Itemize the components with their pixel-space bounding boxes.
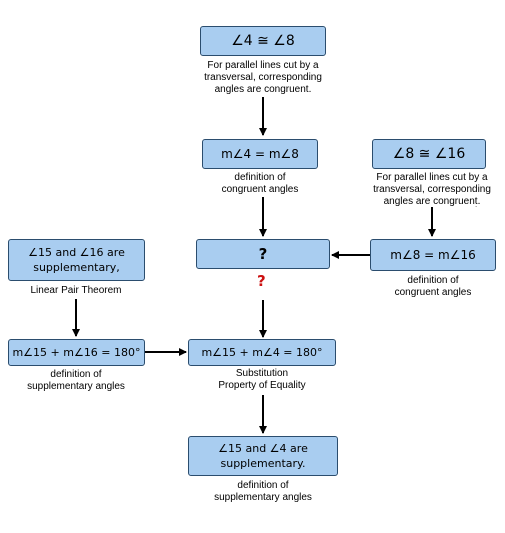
reason-linear-pair-theorem: Linear Pair Theorem [30, 285, 122, 296]
statement-box-15-16-supplementary: ∠15 and ∠16 are supplementary, [8, 239, 145, 281]
reason-corresponding-angles-2: For parallel lines cut by a transversal,… [373, 172, 491, 207]
statement-box-m4-equals-m8: m∠4 = m∠8 [202, 139, 318, 169]
statement-box-unknown: ? [196, 239, 330, 269]
reason-unknown: ? [257, 272, 266, 290]
reason-corresponding-angles-1: For parallel lines cut by a transversal,… [204, 60, 322, 95]
statement-box-m15-plus-m16-equals-180: m∠15 + m∠16 = 180° [8, 339, 145, 366]
statement-box-angle8-congruent-angle16: ∠8 ≅ ∠16 [372, 139, 486, 169]
reason-def-congruent-angles-2: definition of congruent angles [394, 275, 472, 298]
statement-box-m15-plus-m4-equals-180: m∠15 + m∠4 = 180° [188, 339, 336, 366]
stray-mark: . [475, 200, 478, 209]
statement-box-angle4-congruent-angle8: ∠4 ≅ ∠8 [200, 26, 326, 56]
statement-box-m8-equals-m16: m∠8 = m∠16 [370, 239, 496, 271]
reason-substitution-property: Substitution Property of Equality [218, 368, 306, 391]
reason-def-supplementary-angles-1: definition of supplementary angles [27, 369, 125, 392]
reason-def-supplementary-angles-2: definition of supplementary angles [214, 480, 312, 503]
reason-def-congruent-angles-1: definition of congruent angles [221, 172, 299, 195]
statement-box-15-4-supplementary: ∠15 and ∠4 are supplementary. [188, 436, 338, 476]
